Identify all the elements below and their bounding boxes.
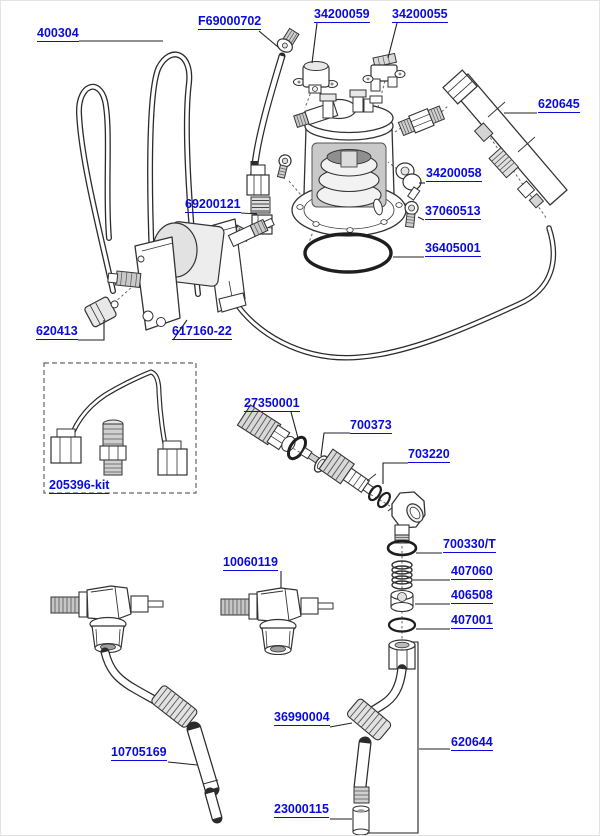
valve-left-drawing	[50, 585, 164, 654]
hex-nipple-drawing	[397, 105, 446, 137]
part-label-36405001[interactable]: 36405001	[425, 241, 481, 257]
hose-F69000702-drawing	[246, 27, 300, 196]
part-label-34200059[interactable]: 34200059	[314, 7, 370, 23]
screw-37060513-drawing	[404, 200, 419, 228]
hose-400304-drawing	[75, 51, 201, 304]
part-label-407060[interactable]: 407060	[451, 564, 493, 580]
pipe-620644-drawing	[347, 664, 407, 835]
oring-36405001-drawing	[303, 232, 393, 274]
label-leader-lines	[78, 22, 537, 834]
boiler-assembly-drawing	[291, 89, 407, 237]
fitting-620413-drawing	[84, 296, 119, 328]
kit-205396-drawing	[43, 362, 197, 494]
chain-27350001-drawing	[236, 404, 426, 544]
part-label-F69000702[interactable]: F69000702	[198, 14, 262, 30]
part-label-700330T[interactable]: 700330/T	[443, 537, 496, 553]
part-label-23000115[interactable]: 23000115	[274, 802, 329, 818]
part-label-34200058[interactable]: 34200058	[426, 166, 482, 182]
part-label-620644[interactable]: 620644	[451, 735, 493, 751]
part-label-34200055[interactable]: 34200055	[392, 7, 448, 23]
part-label-69200121[interactable]: 69200121	[185, 197, 241, 213]
part-label-703220[interactable]: 703220	[408, 447, 450, 463]
part-label-700373[interactable]: 700373	[350, 418, 392, 434]
part-label-617160-22[interactable]: 617160-22	[172, 324, 232, 340]
part-label-400304[interactable]: 400304	[37, 26, 79, 42]
part-34200055-drawing	[362, 52, 406, 92]
pump-617160-22-drawing	[107, 217, 275, 331]
part-label-37060513[interactable]: 37060513	[425, 204, 481, 220]
part-label-36990004[interactable]: 36990004	[274, 710, 330, 726]
valve-10060119-drawing	[220, 587, 334, 656]
part-label-620645[interactable]: 620645	[538, 97, 580, 113]
part-label-10705169[interactable]: 10705169	[111, 745, 167, 761]
fitting-34200058-drawing	[395, 162, 422, 201]
part-label-10060119[interactable]: 10060119	[223, 555, 278, 571]
part-label-620413[interactable]: 620413	[36, 324, 78, 340]
long-hose-drawing	[231, 225, 557, 361]
screw-upper-left-drawing	[276, 154, 292, 179]
part-34200059-drawing	[293, 61, 338, 94]
hose-10705169-drawing	[100, 647, 223, 824]
part-label-27350001[interactable]: 27350001	[244, 396, 300, 412]
valve-620645-drawing	[442, 69, 568, 209]
column-parts-drawing	[386, 539, 418, 670]
part-label-407001[interactable]: 407001	[451, 613, 493, 629]
part-label-406508[interactable]: 406508	[451, 588, 493, 604]
part-label-205396-kit[interactable]: 205396-kit	[49, 478, 110, 494]
